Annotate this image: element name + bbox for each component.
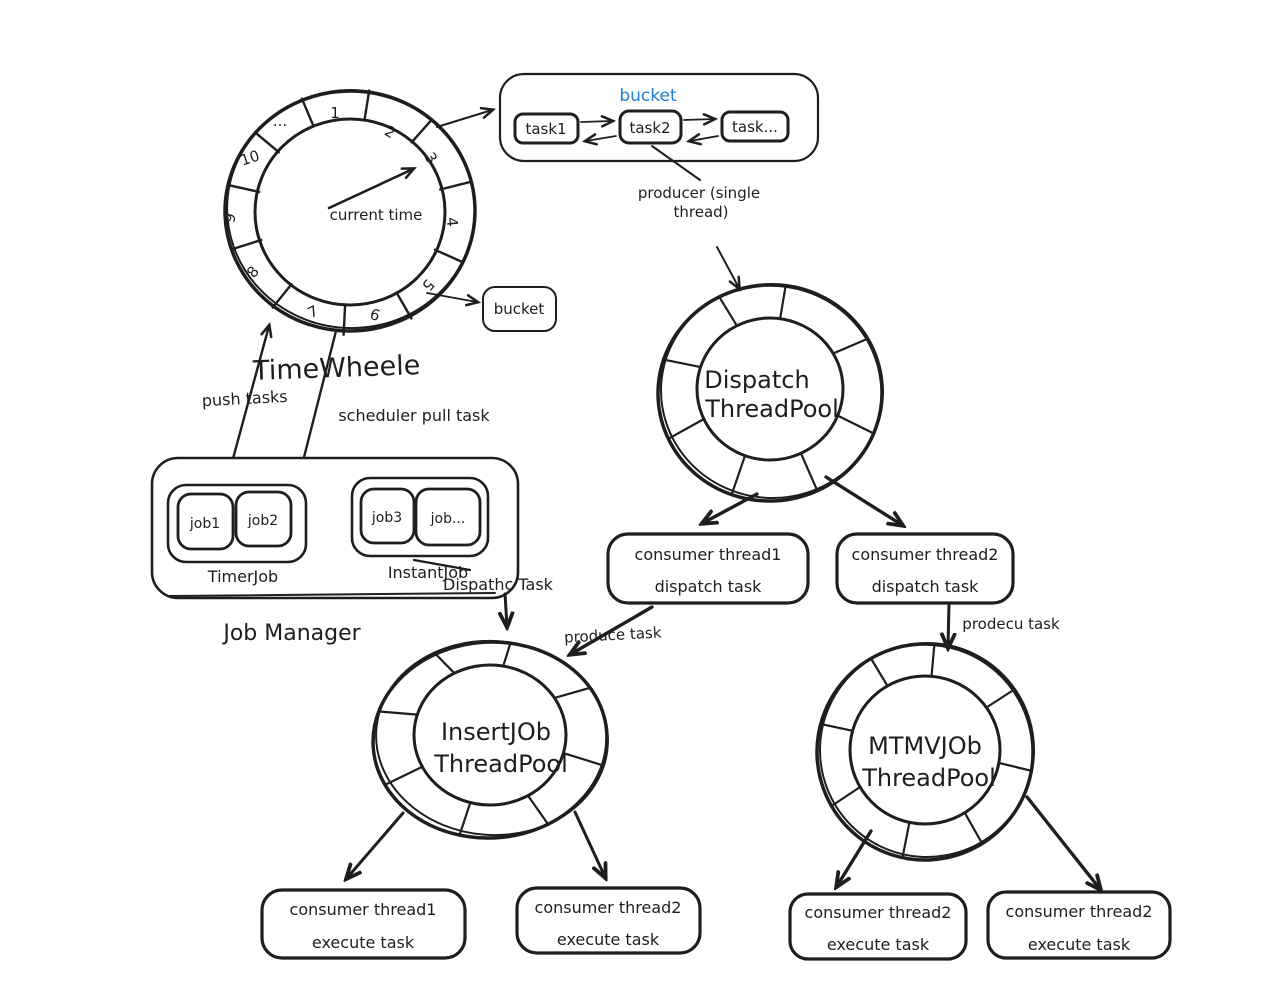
job-manager: job1 job2 TimerJob job3 job... InstantJo…: [150, 456, 520, 600]
task2-label: task2: [629, 119, 670, 137]
consumer-dispatch2-line2: dispatch task: [872, 577, 980, 596]
mtmv-pool-line1: MTMVJOb: [868, 732, 982, 760]
edge-mtmv-to-exec1: [837, 829, 873, 886]
slot-label-6: 6: [368, 305, 383, 325]
timer-job-label: TimerJob: [207, 567, 278, 586]
mtmv-pool-spokes: [819, 643, 1033, 859]
job-manager-title: Job Manager: [221, 621, 361, 646]
consumer-insert1-line1: consumer thread1: [290, 900, 437, 919]
current-time-hand: [327, 169, 413, 210]
task1-label: task1: [525, 120, 566, 138]
time-wheel-ticks: [228, 89, 471, 336]
consumer-dispatch2-line1: consumer thread2: [852, 545, 999, 564]
job4-label: job...: [430, 511, 466, 527]
mtmvjob-threadpool: MTMVJOb ThreadPool: [815, 642, 1035, 862]
consumer-insert2-box: consumer thread2 execute task: [515, 886, 702, 955]
edge-producer-to-dispatch: [716, 246, 739, 288]
consumer-mtmv1-line1: consumer thread2: [805, 903, 952, 922]
insert-pool-line2: ThreadPool: [433, 750, 568, 778]
dispatch-pool-spokes: [662, 285, 875, 496]
task-links: [580, 119, 719, 141]
bucket-panel: bucket task1 task2 task...: [498, 72, 820, 163]
job1-label: job1: [189, 516, 220, 532]
prodecu-task-label: prodecu task: [962, 615, 1060, 633]
bucket-panel-title: bucket: [619, 86, 677, 106]
consumer-insert1-box: consumer thread1 execute task: [260, 888, 467, 960]
producer-label-line2: thread): [673, 203, 728, 221]
consumer-mtmv1-line2: execute task: [827, 935, 930, 954]
job2-label: job2: [247, 513, 278, 529]
consumer-dispatch1-line2: dispatch task: [655, 577, 763, 596]
scheduler-pull-label: scheduler pull task: [338, 406, 490, 425]
edge-insert-to-exec2: [573, 810, 605, 877]
slot-label-9: 9: [220, 212, 239, 224]
consumer-mtmv2-line2: execute task: [1028, 935, 1131, 954]
timer-job-group: job1 job2 TimerJob: [166, 483, 308, 586]
instant-job-group: job3 job... InstantJob: [350, 476, 490, 582]
edge-dispatch-to-consumer1: [703, 492, 759, 523]
consumer-insert2-line1: consumer thread2: [535, 898, 682, 917]
job3-label: job3: [371, 510, 402, 526]
consumer-mtmv1-box: consumer thread2 execute task: [788, 892, 968, 961]
edge-wheel-to-bucket-panel: [436, 110, 492, 128]
edge-jobmanager-to-insert: [505, 592, 507, 626]
producer-callout-line: [651, 145, 701, 181]
edge-mtmv-to-exec2: [1025, 795, 1100, 889]
edge-dispatch-to-consumer2: [824, 475, 902, 525]
consumer-dispatch2-box: consumer thread2 dispatch task: [835, 532, 1015, 605]
slot-label-7: 7: [305, 302, 321, 322]
dispatch-task-label: Dispathc Task: [443, 575, 554, 594]
task3-label: task...: [732, 118, 778, 136]
instant-job-label: InstantJob: [388, 563, 468, 582]
consumer-insert2-line2: execute task: [557, 930, 660, 949]
dispatch-pool-line1: Dispatch: [704, 366, 809, 394]
current-time-label: current time: [330, 206, 423, 224]
time-wheel: 1 2 3 4 5 6 7 8 9 10 ... current time: [220, 89, 477, 336]
edge-insert-to-exec1: [347, 811, 405, 878]
produce-task-label: produce task: [564, 623, 663, 646]
instant-job-strike: [412, 558, 472, 572]
task-node-3: task...: [720, 110, 790, 143]
time-wheel-title: TimeWheele: [252, 350, 421, 387]
insert-pool-spokes: [377, 642, 605, 836]
task-node-1: task1: [513, 112, 580, 145]
slot-label-more: ...: [273, 112, 287, 130]
consumer-insert1-line2: execute task: [312, 933, 415, 952]
push-tasks-label: push tasks: [201, 387, 288, 410]
consumer-dispatch1-box: consumer thread1 dispatch task: [606, 532, 810, 605]
insertjob-threadpool: InsertJOb ThreadPool: [371, 639, 609, 840]
edge-scheduler-pull: [300, 329, 338, 473]
slot-label-10: 10: [238, 146, 262, 169]
edge-wheel-to-small-bucket: [426, 292, 477, 302]
edge-push-tasks: [226, 326, 269, 479]
slot-label-5: 5: [418, 276, 438, 295]
edge-consumer2-to-mtmv: [948, 602, 949, 647]
consumer-dispatch1-line1: consumer thread1: [635, 545, 782, 564]
slot-label-4: 4: [443, 216, 462, 227]
producer-label-line1: producer (single: [638, 184, 760, 202]
edge-consumer1-to-insert: [571, 605, 654, 654]
slot-label-1: 1: [330, 104, 340, 122]
dispatch-pool-line2: ThreadPool: [704, 395, 839, 423]
consumer-mtmv2-box: consumer thread2 execute task: [986, 890, 1172, 960]
consumer-mtmv2-line1: consumer thread2: [1006, 902, 1153, 921]
small-bucket-label: bucket: [494, 300, 545, 318]
task-node-2: task2: [618, 109, 683, 145]
mtmv-pool-line2: ThreadPool: [861, 764, 996, 792]
insert-pool-line1: InsertJOb: [441, 718, 551, 746]
dispatch-threadpool: Dispatch ThreadPool: [656, 282, 884, 503]
small-bucket-box: bucket: [482, 286, 557, 332]
